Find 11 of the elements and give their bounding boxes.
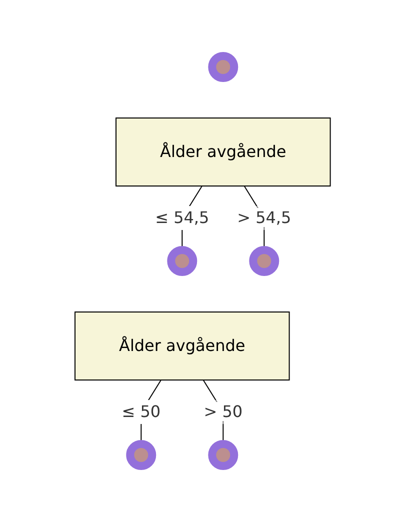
edge-label: ≤ 54,5 [155, 208, 210, 226]
edge-label: ≤ 50 [122, 402, 161, 420]
node-circle [250, 246, 280, 276]
node-circle [126, 440, 156, 470]
edge-label: > 50 [204, 402, 243, 420]
edge-label: > 54,5 [237, 208, 292, 226]
node-circle [208, 440, 238, 470]
node-circle [208, 52, 238, 82]
node-circle [168, 246, 198, 276]
node-box: Ålder avgående [116, 117, 332, 186]
node-box: Ålder avgående [74, 311, 290, 380]
